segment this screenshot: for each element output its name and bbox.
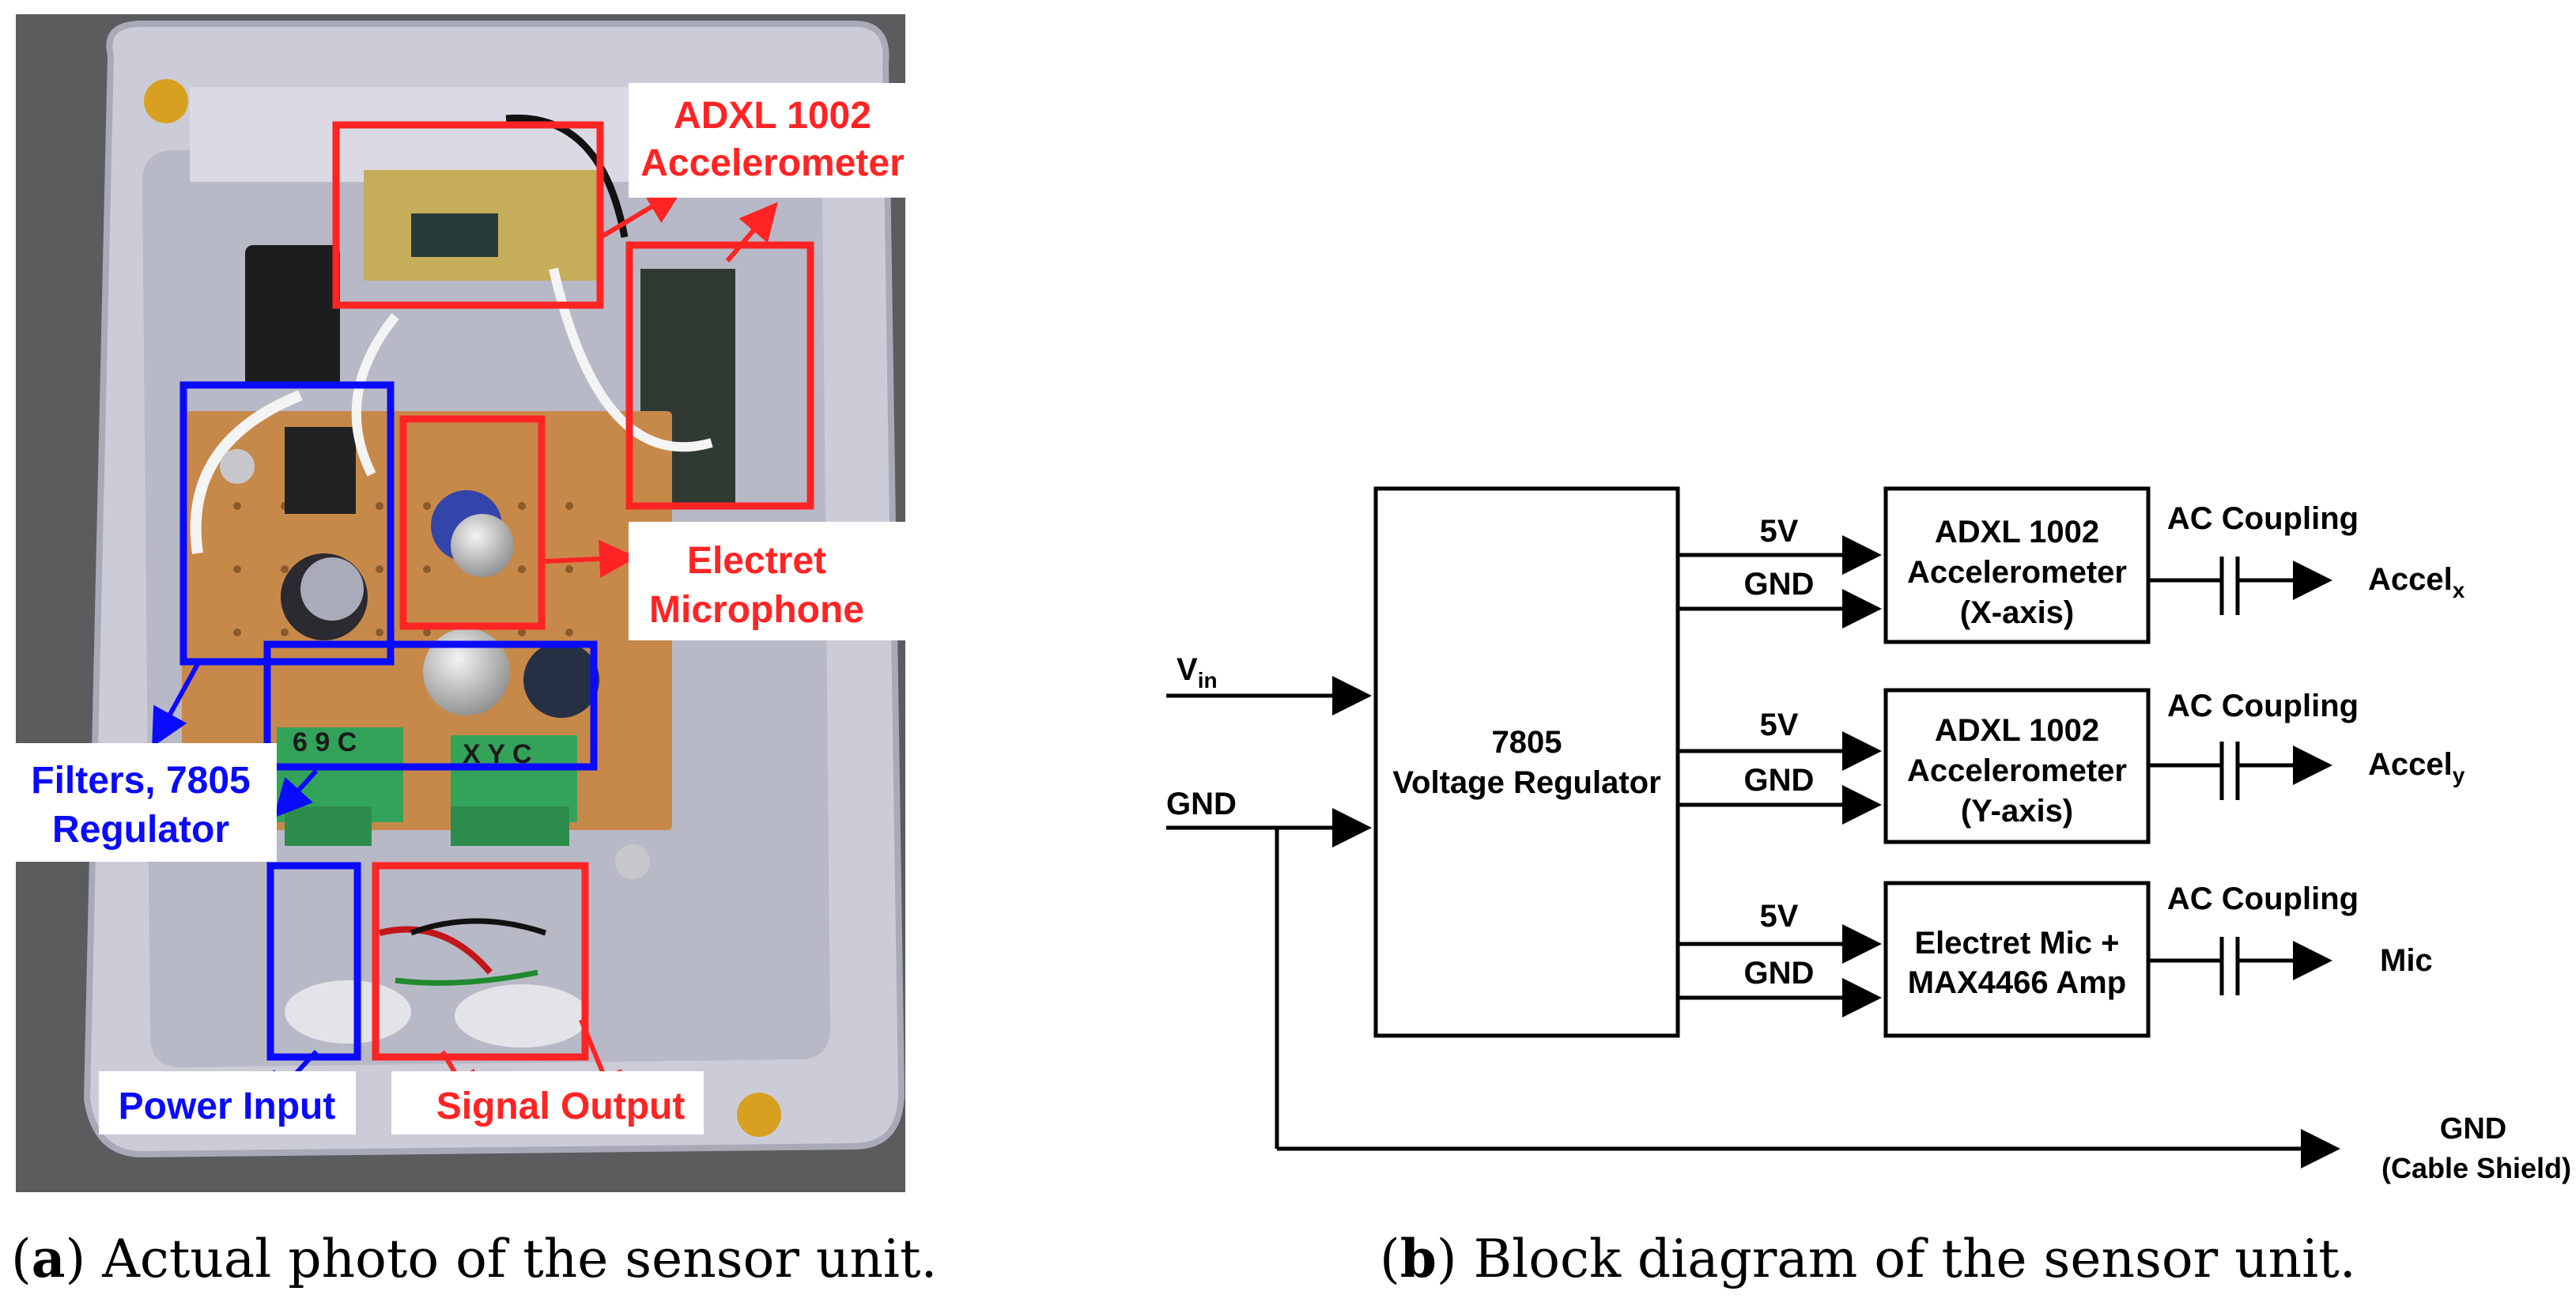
coupling-mic [2148, 937, 2332, 995]
caption-b-text: Block diagram of the sensor unit. [1457, 1229, 2356, 1289]
shield-label-line2: (Cable Shield) [2381, 1152, 2571, 1184]
signal-output-box [372, 862, 589, 1061]
callout-signal-output: Signal Output [391, 1071, 704, 1134]
block-mic-line1: Electret Mic + [1914, 926, 2119, 961]
regulator-label-line2: Voltage Regulator [1392, 765, 1660, 800]
accelerometer-x-box [332, 121, 604, 309]
caption-a-letter: a [32, 1228, 66, 1289]
caption-b-letter: b [1400, 1228, 1437, 1289]
coupling-label-mic: AC Coupling [2167, 882, 2359, 916]
gnd-input-label: GND [1166, 787, 1237, 821]
regulator-terminal-box [263, 640, 598, 771]
callout-microphone-line2: Microphone [649, 589, 864, 631]
callout-filters-line1: Filters, 7805 [31, 760, 251, 802]
callout-power-input: Power Input [99, 1071, 356, 1134]
block-y-line1: ADXL 1002 [1935, 713, 2099, 748]
block-diagram-labels: Vin GND 7805 Voltage Regulator 5V GND 5V… [1166, 501, 2571, 1184]
supply-5v-y: 5V [1760, 708, 1799, 742]
block-x-line1: ADXL 1002 [1935, 515, 2099, 549]
block-x-line3: (X-axis) [1960, 595, 2075, 630]
microphone-box [399, 415, 546, 630]
coupling-label-x: AC Coupling [2167, 501, 2359, 536]
callout-filters-line2: Regulator [52, 809, 229, 851]
supply-gnd-mic: GND [1744, 956, 1815, 991]
coupling-y [2148, 742, 2332, 800]
callout-microphone-line1: Electret [687, 540, 826, 582]
regulator-block [1373, 486, 1680, 1038]
callout-filters-regulator: Filters, 7805 Regulator [16, 743, 277, 862]
supply-gnd-y: GND [1744, 763, 1815, 798]
output-accel-x: Accelx [2368, 562, 2465, 602]
accelerometer-x-block [1883, 486, 2151, 644]
callout-signal-output-label: Signal Output [436, 1085, 686, 1127]
callout-power-input-label: Power Input [119, 1085, 336, 1127]
coupling-label-y: AC Coupling [2167, 689, 2359, 723]
output-mic: Mic [2380, 943, 2433, 978]
caption-a-text: Actual photo of the sensor unit. [85, 1229, 937, 1289]
output-accel-y: Accely [2368, 747, 2465, 787]
shield-label-line1: GND [2440, 1112, 2506, 1146]
caption-a: (a) Actual photo of the sensor unit. [11, 1228, 937, 1289]
vin-label: Vin [1177, 652, 1218, 693]
block-x-line2: Accelerometer [1907, 555, 2127, 590]
callout-accelerometer-line1: ADXL 1002 [674, 95, 871, 137]
photo-annotation-boxes [179, 121, 814, 1061]
regulator-label-line1: 7805 [1492, 725, 1562, 760]
accelerometer-y-box [625, 241, 814, 510]
block-y-line2: Accelerometer [1907, 753, 2127, 788]
callout-microphone: Electret Microphone [629, 522, 905, 640]
callout-accelerometer-line2: Accelerometer [640, 142, 905, 184]
terminal-label-left: 6 9 C [293, 727, 357, 757]
block-mic-line2: MAX4466 Amp [1908, 965, 2126, 1000]
coupling-x [2148, 557, 2332, 615]
callout-accelerometer: ADXL 1002 Accelerometer [629, 83, 917, 198]
supply-5v-mic: 5V [1760, 899, 1799, 934]
supply-gnd-x: GND [1744, 567, 1815, 602]
supply-5v-x: 5V [1760, 514, 1799, 549]
caption-b: (b) Block diagram of the sensor unit. [1380, 1228, 2356, 1289]
block-diagram [1166, 486, 2340, 1168]
block-y-line3: (Y-axis) [1961, 794, 2073, 829]
microphone-block [1883, 881, 2151, 1038]
filters-regulator-box [179, 381, 395, 666]
